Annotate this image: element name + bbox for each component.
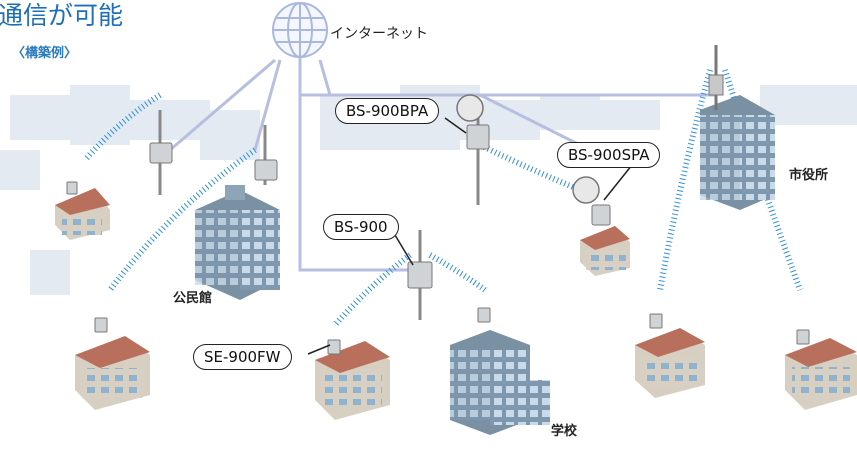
- internet-globe-icon: [272, 2, 328, 58]
- page-title: 通信が可能: [0, 1, 124, 30]
- house-5: [635, 328, 705, 398]
- bs900spa-callout: BS-900SPA: [557, 142, 661, 168]
- city-hall-building: [700, 45, 775, 210]
- school-building: [450, 330, 550, 435]
- callout-leaders: [307, 117, 633, 355]
- community-center-building: [195, 185, 280, 300]
- bs900bpa-callout: BS-900BPA: [335, 98, 440, 124]
- internet-label: インターネット: [330, 26, 428, 42]
- house-3: [315, 341, 390, 420]
- access-point-units: [66, 124, 810, 355]
- community-center-label: 公民館: [173, 291, 213, 306]
- bs900-callout: BS-900: [323, 214, 399, 240]
- house-1: [55, 188, 110, 240]
- network-lines: [169, 40, 715, 272]
- se900fw-callout: SE-900FW: [193, 344, 292, 370]
- city-hall-label: 市役所: [789, 168, 829, 183]
- parabolic-antennas: [456, 94, 600, 204]
- house-2: [75, 336, 150, 410]
- house-6: [785, 338, 857, 410]
- example-subtitle: 〈構築例〉: [12, 46, 78, 61]
- school-label: 学校: [551, 424, 578, 439]
- house-4: [580, 226, 630, 276]
- skyline-background: [0, 85, 857, 295]
